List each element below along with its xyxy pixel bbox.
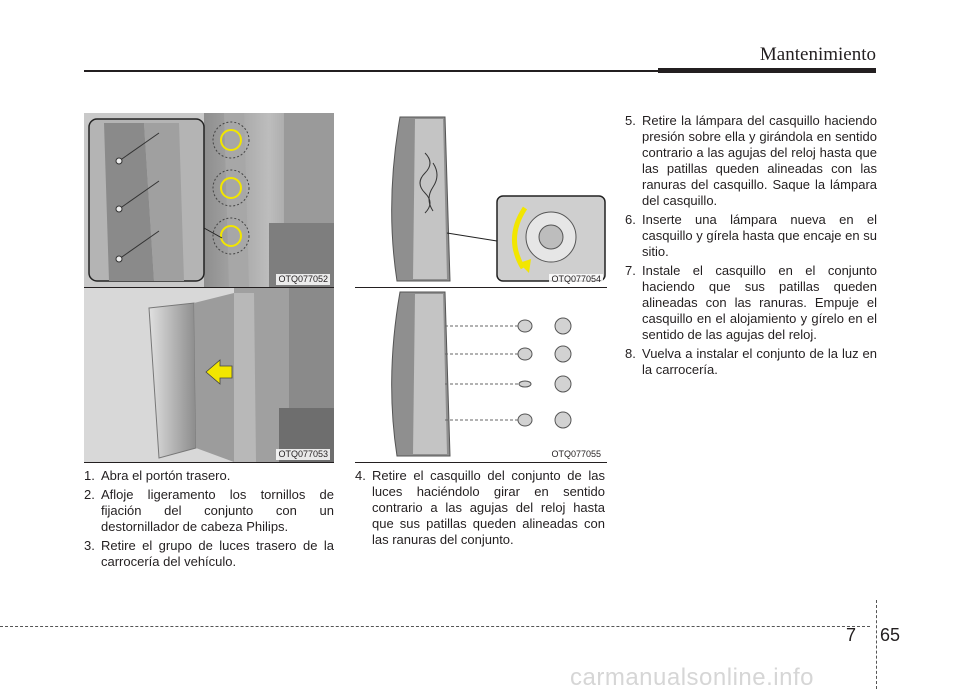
step-number: 5. [625,113,636,128]
step-item: 3. Retire el grupo de luces trasero de la… [84,538,334,570]
footer-dashed-divider [876,600,877,689]
step-item: 1. Abra el portón trasero. [84,468,334,484]
page-section-title: Mantenimiento [759,44,876,65]
figure-rule [84,462,334,463]
figure-exploded-illustration [391,291,572,457]
figure-remove-assembly: OTQ077053 [84,288,334,462]
step-text: Retire el grupo de luces trasero de la c… [101,538,334,569]
step-item: 2. Afloje ligeramento los tornillos de fi… [84,487,334,535]
step-number: 8. [625,346,636,361]
step-item: 4. Retire el casquillo del conjunto de la… [355,468,605,548]
step-text: Abra el portón trasero. [101,468,231,483]
figure-exploded-sockets: OTQ077055 [355,288,607,462]
steps-column-1: 1. Abra el portón trasero. 2. Afloje liger… [84,468,334,573]
step-item: 5. Retire la lámpara del casquillo hacien… [625,113,877,209]
figure-code: OTQ077054 [549,274,603,285]
steps-column-2: 4. Retire el casquillo del conjunto de la… [355,468,605,551]
figure-rule [355,287,607,288]
figure-rule [355,462,607,463]
step-number: 6. [625,212,636,227]
watermark: carmanualsonline.info [570,664,814,691]
step-number: 3. [84,538,95,553]
header-rule [84,70,658,72]
steps-column-3: 5. Retire la lámpara del casquillo hacien… [625,113,877,381]
footer-dashed-rule [0,626,870,627]
figure-screws-illustration [84,113,334,287]
step-text: Instale el casquillo en el conjunto haci… [642,263,877,342]
page-number: 65 [880,625,901,645]
step-number: 2. [84,487,95,502]
step-text: Retire la lámpara del casquillo haciendo… [642,113,877,208]
step-item: 7. Instale el casquillo en el conjunto ha… [625,263,877,343]
chapter-number: 7 [846,625,857,645]
figure-assembly-illustration [84,288,334,462]
figure-socket-illustration [391,116,606,282]
figure-code: OTQ077052 [276,274,330,285]
figure-rule [84,287,334,288]
step-number: 1. [84,468,95,483]
figure-code: OTQ077053 [276,449,330,460]
figure-code: OTQ077055 [549,449,603,460]
step-number: 4. [355,468,366,483]
header-rule-bold [658,68,876,73]
step-item: 6. Inserte una lámpara nueva en el casqui… [625,212,877,260]
step-text: Afloje ligeramento los tornillos de fija… [101,487,334,534]
figure-socket-rotation: OTQ077054 [355,113,607,287]
figure-screws-location: OTQ077052 [84,113,334,287]
step-number: 7. [625,263,636,278]
step-text: Inserte una lámpara nueva en el casquill… [642,212,877,259]
step-item: 8. Vuelva a instalar el conjunto de la lu… [625,346,877,378]
step-text: Vuelva a instalar el conjunto de la luz … [642,346,877,377]
step-text: Retire el casquillo del conjunto de las … [372,468,605,547]
